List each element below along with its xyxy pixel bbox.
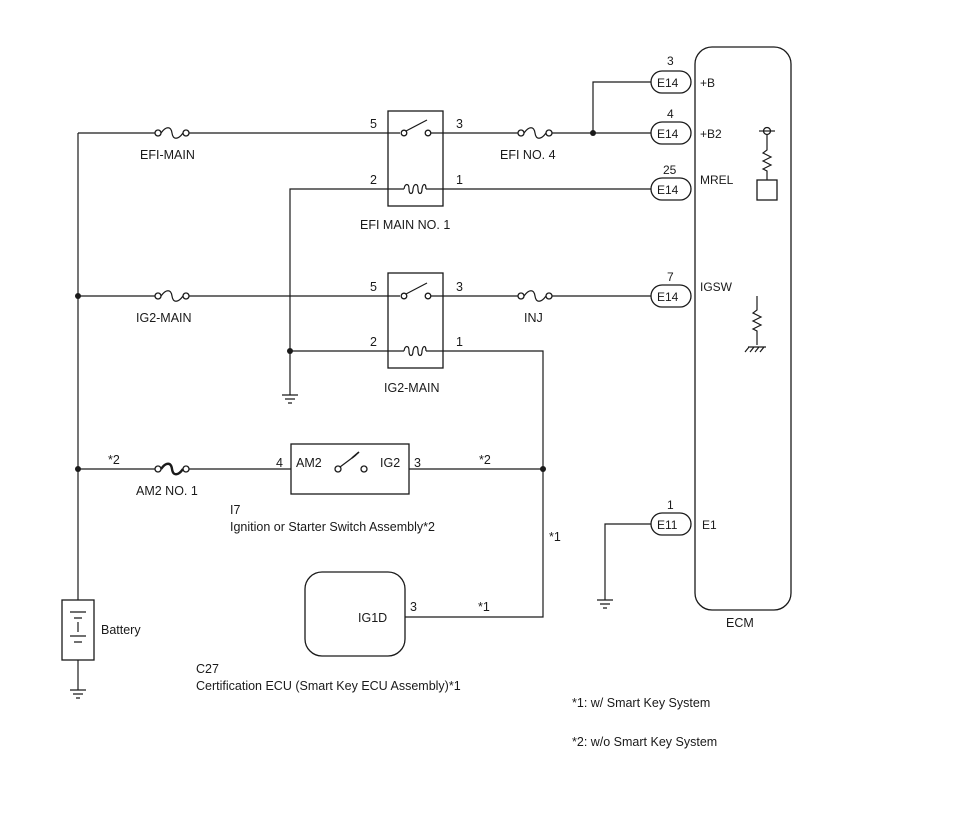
component-code: I7 xyxy=(230,503,240,517)
fuse-label: EFI-MAIN xyxy=(140,148,195,162)
junction-dot xyxy=(590,130,596,136)
terminal-label: +B2 xyxy=(700,127,722,141)
pin-number: 4 xyxy=(276,456,283,470)
relay-contact xyxy=(405,119,428,132)
pin-number: 1 xyxy=(667,498,674,512)
pin-number: 5 xyxy=(370,280,377,294)
fuse-efi-no4: EFI NO. 4 xyxy=(500,127,556,162)
fuse-label: INJ xyxy=(524,311,543,325)
efi-coil-ground-wire xyxy=(289,188,388,395)
component-name: Ignition or Starter Switch Assembly*2 xyxy=(230,520,435,534)
pin-number: 7 xyxy=(667,270,674,284)
connector-plus-b2: E14 4 +B2 xyxy=(650,107,722,145)
relay-ig2-main: 5 3 2 1 IG2-MAIN xyxy=(370,272,463,395)
resistor-icon xyxy=(751,296,763,345)
ecm-connectors: E14 3 +B E14 4 +B2 E14 25 MREL E14 7 IGS… xyxy=(650,54,734,536)
resistor-icon xyxy=(761,133,773,180)
fuse-icon xyxy=(523,290,547,302)
e1-ground-wire xyxy=(604,523,651,600)
terminal-label: IGSW xyxy=(700,280,733,294)
pin-number: 3 xyxy=(456,280,463,294)
junction-dot xyxy=(540,466,546,472)
pin-number: 2 xyxy=(370,335,377,349)
relay-label: EFI MAIN NO. 1 xyxy=(360,218,450,232)
wire-mark: *1 xyxy=(478,600,490,614)
footnote: *2: w/o Smart Key System xyxy=(572,735,717,749)
relay-contact xyxy=(405,282,428,295)
pin-number: 4 xyxy=(667,107,674,121)
terminal-label: AM2 xyxy=(296,456,322,470)
svg-text:E11: E11 xyxy=(657,518,678,532)
ecu-box xyxy=(304,571,406,657)
terminal-label: MREL xyxy=(700,173,734,187)
component-name: Certification ECU (Smart Key ECU Assembl… xyxy=(196,679,461,693)
pin-number: 25 xyxy=(663,163,677,177)
ecm: ECM xyxy=(694,46,792,630)
wire-mark: *2 xyxy=(108,453,120,467)
terminal-label: IG2 xyxy=(380,456,400,470)
pin-number: 3 xyxy=(410,600,417,614)
pin-number: 1 xyxy=(456,335,463,349)
relay-efi-main-no1: 5 3 2 1 EFI MAIN NO. 1 xyxy=(360,110,463,232)
relay-label: IG2-MAIN xyxy=(384,381,440,395)
fuse-icon xyxy=(523,127,547,139)
component-code: C27 xyxy=(196,662,219,676)
junction-dot xyxy=(75,293,81,299)
ground-icon xyxy=(597,599,613,609)
relay-box xyxy=(387,110,444,207)
ground-icon xyxy=(282,394,298,404)
certification-ecu: IG1D 3 C27 Certification ECU (Smart Key … xyxy=(196,571,461,693)
battery: Battery xyxy=(61,599,141,661)
svg-text:E14: E14 xyxy=(657,290,679,304)
junction-dot xyxy=(75,466,81,472)
fuse-efi-main: EFI-MAIN xyxy=(140,127,195,162)
terminal-label: +B xyxy=(700,76,715,90)
fuse-label: EFI NO. 4 xyxy=(500,148,556,162)
pin-number: 3 xyxy=(414,456,421,470)
pin-number: 5 xyxy=(370,117,377,131)
ground-icon xyxy=(744,346,766,353)
fuse-label: IG2-MAIN xyxy=(136,311,192,325)
fuse-inj: INJ xyxy=(517,290,553,325)
terminal-label: IG1D xyxy=(358,611,387,625)
plus-b-branch-wire xyxy=(592,81,651,133)
fuse-ig2-main: IG2-MAIN xyxy=(136,290,192,325)
relay-box xyxy=(387,272,444,369)
pin-number: 2 xyxy=(370,173,377,187)
ignition-switch: AM2 IG2 4 3 I7 Ignition or Starter Switc… xyxy=(230,443,435,534)
pin-number: 1 xyxy=(456,173,463,187)
svg-text:E14: E14 xyxy=(657,183,679,197)
fuse-icon xyxy=(160,290,184,302)
battery-icon xyxy=(70,611,86,643)
ground-icon xyxy=(70,689,86,699)
fuse-am2-no1: AM2 NO. 1 xyxy=(136,462,198,498)
fuse-icon xyxy=(160,127,184,139)
wire-mark: *2 xyxy=(479,453,491,467)
svg-text:E14: E14 xyxy=(657,76,679,90)
battery-label: Battery xyxy=(101,623,141,637)
ig2-coil-feed-wire xyxy=(405,350,544,618)
key-icon xyxy=(351,451,360,459)
relay-coil xyxy=(403,345,427,357)
connector-igsw: E14 7 IGSW xyxy=(650,270,733,308)
footnote: *1: w/ Smart Key System xyxy=(572,696,710,710)
connector-plus-b: E14 3 +B xyxy=(650,54,715,94)
terminal-label: E1 xyxy=(702,518,717,532)
fuse-label: AM2 NO. 1 xyxy=(136,484,198,498)
wire-mark: *1 xyxy=(549,530,561,544)
pin-number: 3 xyxy=(667,54,674,68)
connector-e1: E11 1 E1 xyxy=(650,498,717,536)
junction-dot xyxy=(287,348,293,354)
relay-coil xyxy=(403,183,427,195)
connector-mrel: E14 25 MREL xyxy=(650,163,734,201)
switch-box xyxy=(290,443,410,495)
svg-text:E14: E14 xyxy=(657,127,679,141)
mrel-driver xyxy=(756,179,778,201)
pin-number: 3 xyxy=(456,117,463,131)
wires xyxy=(77,81,780,690)
ecm-label: ECM xyxy=(726,616,754,630)
fuse-icon xyxy=(160,462,184,476)
